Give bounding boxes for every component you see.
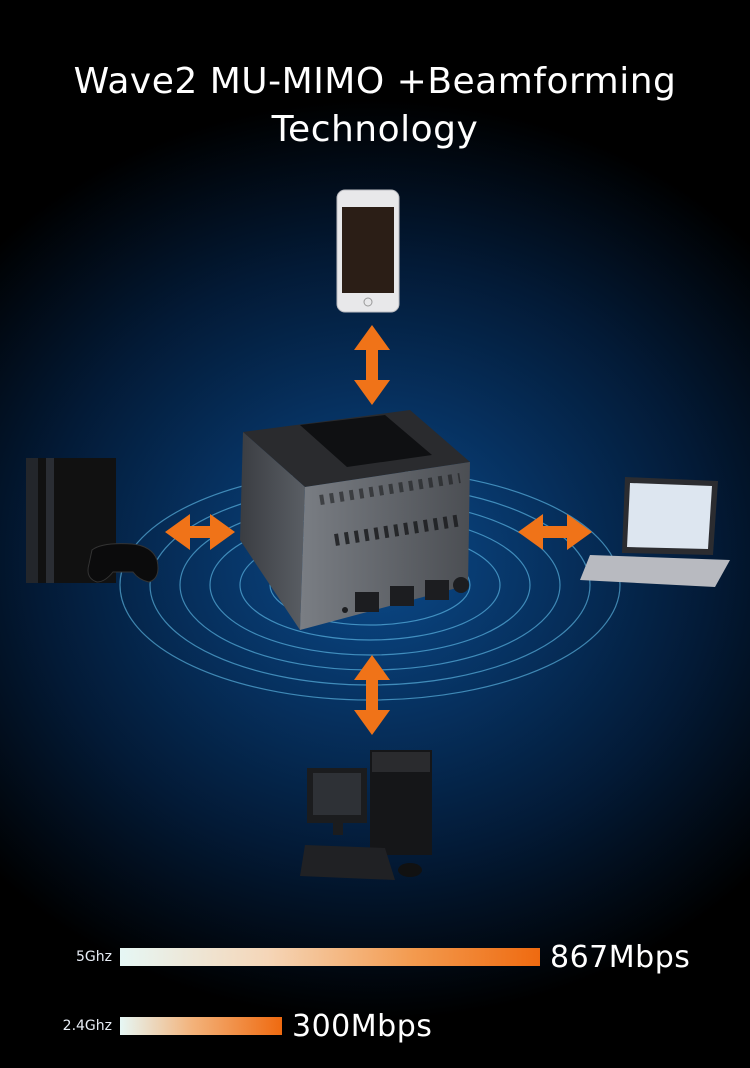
reset-button-icon — [342, 607, 348, 613]
band-24ghz-speed-bar — [120, 1017, 282, 1035]
desktop-icon — [300, 750, 432, 880]
title-line-2: Technology — [271, 109, 479, 150]
laptop-icon — [580, 477, 730, 587]
page-title: Wave2 MU-MIMO +Beamforming Technology — [0, 58, 750, 154]
band-24ghz-row: 2.4Ghz 300Mbps — [0, 1006, 432, 1046]
arrow-up-down-icon — [354, 655, 390, 735]
title-line-1: Wave2 MU-MIMO +Beamforming — [73, 61, 677, 102]
ethernet-port-icon — [355, 592, 379, 612]
band-5ghz-speed: 867Mbps — [550, 939, 691, 975]
phone-icon — [336, 189, 400, 313]
band-5ghz-speed-bar — [120, 948, 540, 966]
arrow-left-right-icon — [165, 514, 235, 550]
arrow-up-down-icon — [354, 325, 390, 405]
band-5ghz-label: 5Ghz — [76, 949, 112, 965]
band-24ghz-speed: 300Mbps — [292, 1008, 433, 1044]
arrow-left-right-icon — [518, 514, 592, 550]
power-port-icon — [453, 577, 469, 593]
ethernet-port-icon — [390, 586, 414, 606]
band-24ghz-label: 2.4Ghz — [62, 1018, 112, 1034]
network-diagram — [26, 189, 730, 880]
band-5ghz-row: 5Ghz 867Mbps — [0, 937, 690, 977]
console-icon — [26, 458, 159, 583]
router-device — [240, 410, 470, 630]
ethernet-port-icon — [425, 580, 449, 600]
